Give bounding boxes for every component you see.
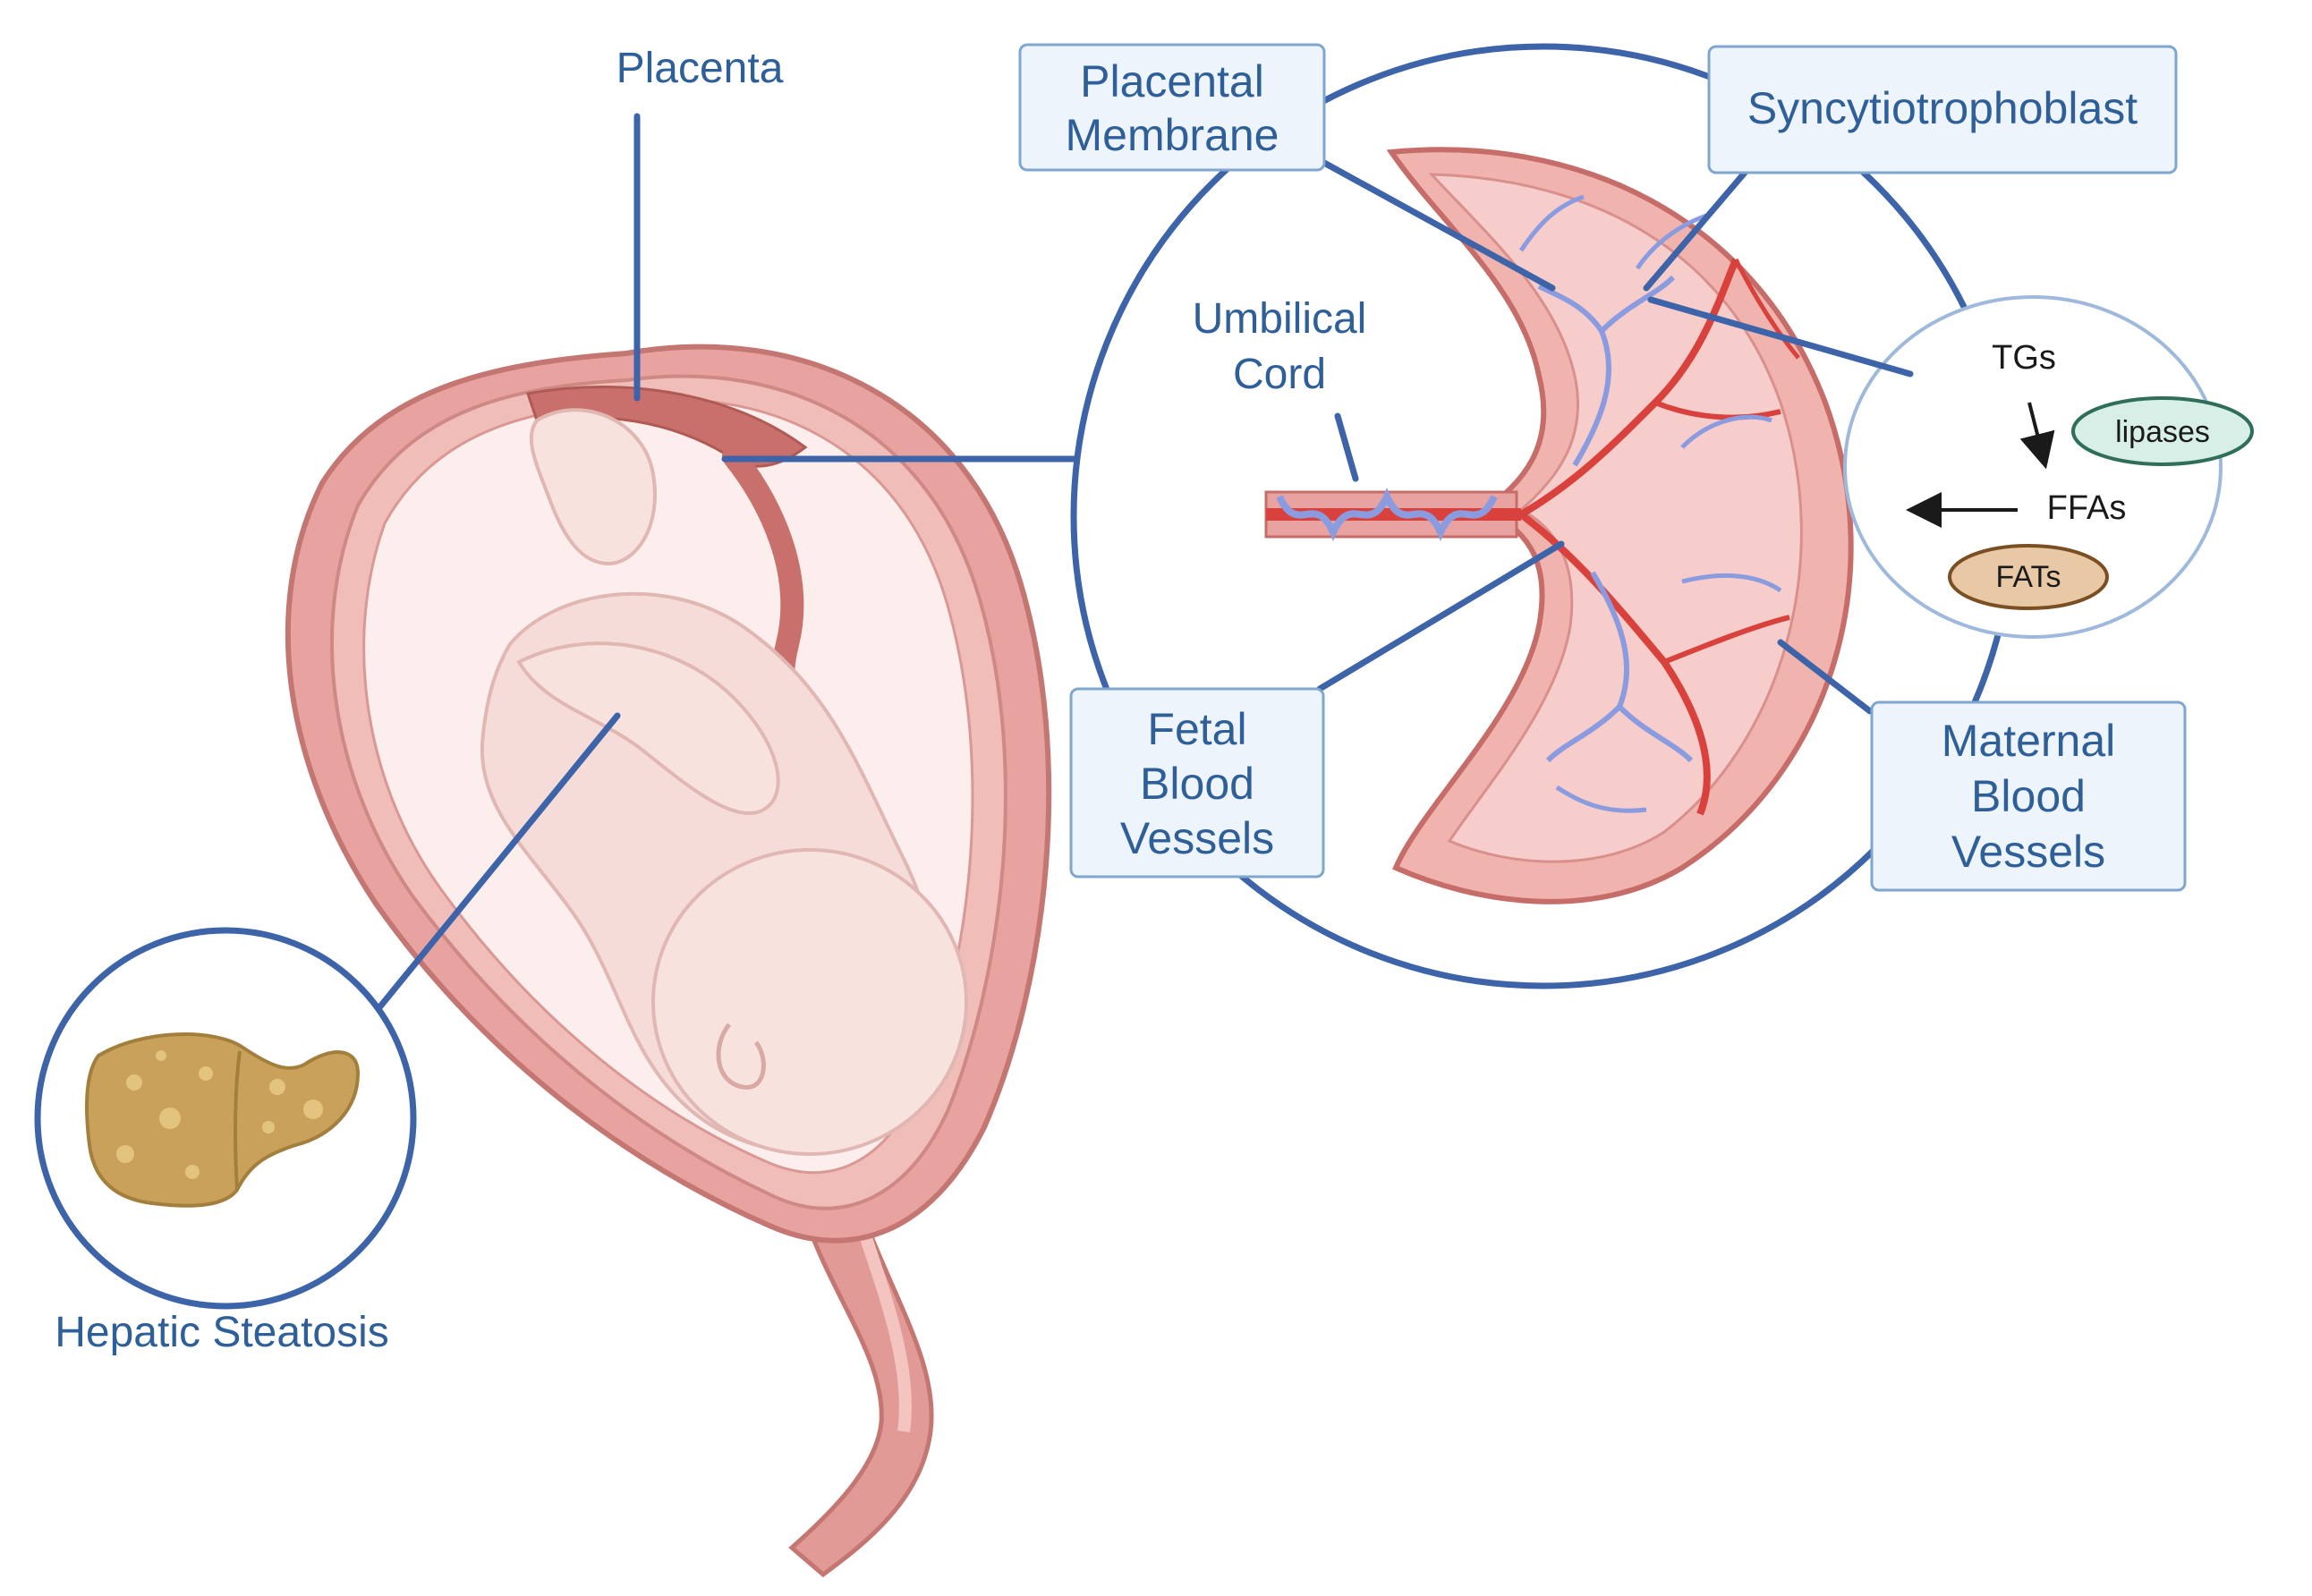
- fetal-vessels-label-line3: Vessels: [1120, 813, 1274, 863]
- fetus-to-liver-connector: [377, 712, 621, 1010]
- tgs-to-ffas-arrow: [2019, 402, 2055, 470]
- umbilical-cord-label-line1: Umbilical: [1193, 295, 1367, 343]
- fats-label: FATs: [1995, 560, 2061, 594]
- umbilical-cord-connector: [1334, 412, 1359, 482]
- maternal-blood-vessels-callout: Maternal Blood Vessels: [1870, 700, 2187, 892]
- maternal-vessels-label-line3: Vessels: [1951, 827, 2105, 877]
- liver-icon: [85, 1032, 361, 1208]
- uterus-icon: [285, 344, 1052, 1578]
- lipases-label: lipases: [2115, 415, 2210, 449]
- maternal-vessels-label-line1: Maternal: [1942, 716, 2116, 766]
- fats-badge: [1948, 544, 2109, 610]
- syncytiotrophoblast-callout: Syncytiotrophoblast: [1707, 45, 2178, 174]
- placental-membrane-callout: Placental Membrane: [1018, 43, 1326, 172]
- tgs-label: TGs: [1992, 339, 2056, 377]
- placenta-cross-section-icon: [1264, 147, 1854, 904]
- placental-membrane-connector: [1321, 159, 1556, 292]
- syncytiotrophoblast-to-lipid-connector: [1647, 296, 1914, 378]
- maternal-vessels-connector: [1777, 639, 1874, 715]
- syncytiotrophoblast-connector: [1643, 169, 1748, 292]
- hepatic-steatosis-label: Hepatic Steatosis: [55, 1309, 389, 1356]
- maternal-vessels-label-line2: Blood: [1971, 771, 2086, 821]
- placental-membrane-label-line2: Membrane: [1066, 110, 1279, 160]
- umbilical-cord-label-line2: Cord: [1233, 351, 1326, 398]
- lipases-badge: [2071, 396, 2254, 466]
- placental-membrane-label-line1: Placental: [1080, 56, 1264, 106]
- placenta-label: Placenta: [616, 45, 784, 92]
- fetal-vessels-label-line2: Blood: [1140, 759, 1254, 809]
- fetal-vessels-connector: [1316, 540, 1565, 692]
- fetal-blood-vessels-callout: Fetal Blood Vessels: [1069, 687, 1325, 879]
- ffas-label: FFAs: [2047, 489, 2127, 527]
- syncytiotrophoblast-label: Syncytiotrophoblast: [1747, 83, 2138, 133]
- fetal-vessels-label-line1: Fetal: [1147, 704, 1246, 754]
